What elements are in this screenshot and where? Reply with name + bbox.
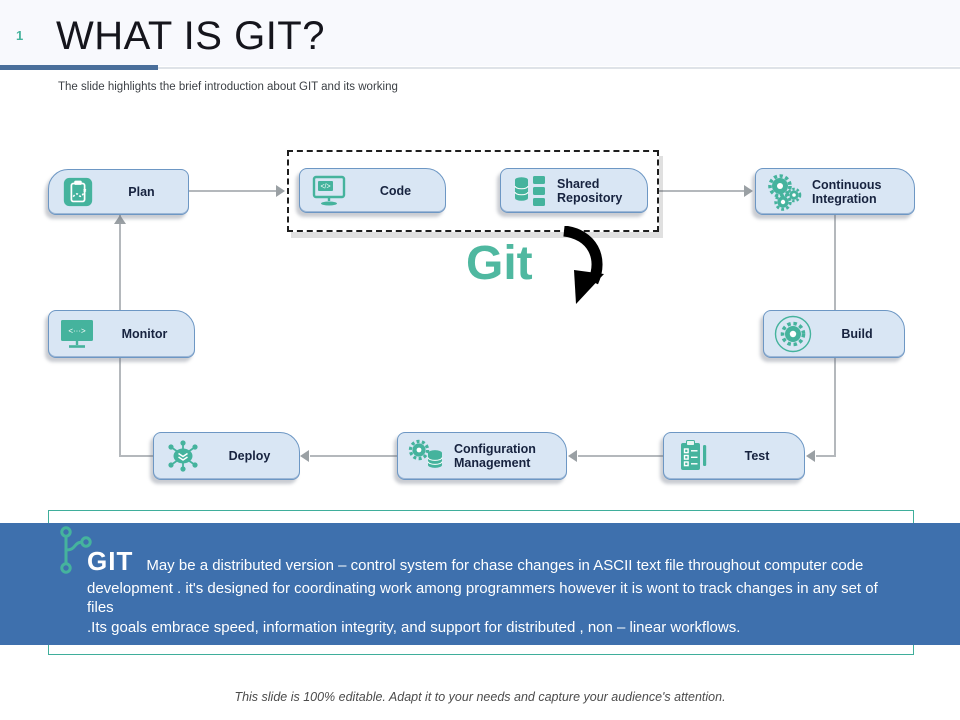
node-label: Plan: [128, 185, 155, 199]
arrowhead-into-ci: [744, 185, 753, 197]
slide-subtitle: The slide highlights the brief introduct…: [58, 81, 398, 93]
node-test[interactable]: Test: [663, 432, 805, 480]
connector-build-test: [816, 455, 836, 457]
node-code[interactable]: </> Code: [299, 168, 446, 213]
node-label: Code: [379, 183, 412, 198]
node-monitor[interactable]: <···> Monitor: [48, 310, 195, 358]
node-build[interactable]: Build: [763, 310, 905, 358]
connector-up-monitor: [119, 358, 121, 457]
node-shared-repository[interactable]: Shared Repository: [500, 168, 648, 213]
svg-text:</>: </>: [320, 183, 330, 190]
arrowhead-into-deploy: [300, 450, 309, 462]
code-monitor-icon: </>: [306, 174, 352, 208]
svg-text:<···>: <···>: [68, 327, 86, 336]
plan-clipboard-icon: [55, 175, 101, 209]
title-underline-accent: [0, 65, 158, 70]
slide-number: 1: [16, 28, 24, 43]
connector-monitor-plan: [119, 215, 121, 310]
node-continuous-integration[interactable]: Continuous Integration: [755, 168, 915, 215]
checklist-icon: [670, 438, 716, 474]
connector-build-down: [834, 358, 836, 457]
repository-database-icon: [507, 173, 553, 209]
deploy-hub-icon: [160, 438, 206, 474]
connector-plan-code: [189, 190, 281, 192]
description-line: .Its goals embrace speed, information in…: [87, 618, 741, 636]
node-plan[interactable]: Plan: [48, 169, 189, 215]
code-repo-group-box[interactable]: [287, 150, 659, 232]
title-underline: [158, 67, 960, 69]
arrowhead-into-test: [806, 450, 815, 462]
description-line: May be a distributed version – control s…: [146, 557, 864, 574]
node-label: Build: [841, 327, 873, 341]
description-panel[interactable]: [0, 523, 960, 645]
curved-down-arrow-icon: [550, 225, 614, 315]
connector-deploy-left: [120, 455, 153, 457]
monitor-screen-icon: <···>: [55, 316, 101, 352]
node-label: Deploy: [228, 449, 271, 463]
description-heading: GIT: [87, 546, 134, 576]
node-deploy[interactable]: Deploy: [153, 432, 300, 480]
node-label: Shared Repository: [557, 176, 623, 205]
connector-test-config: [578, 455, 663, 457]
git-branch-icon: [54, 524, 94, 581]
gears-icon: [762, 172, 808, 212]
arrowhead-into-plan: [114, 215, 126, 224]
arrowhead-into-config: [568, 450, 577, 462]
connector-ci-build: [834, 215, 836, 310]
node-configuration-management[interactable]: Configuration Management: [397, 432, 567, 480]
git-description: GIT May be a distributed version – contro…: [87, 548, 902, 637]
header-background: [0, 0, 960, 66]
node-label: Monitor: [121, 327, 168, 341]
gear-circle-icon: [770, 314, 816, 354]
git-center-label[interactable]: Git: [466, 237, 533, 290]
node-label: Continuous Integration: [812, 177, 882, 206]
node-label: Configuration Management: [454, 442, 536, 470]
gear-database-icon: [404, 438, 450, 474]
node-label: Test: [744, 449, 770, 463]
connector-config-deploy: [310, 455, 397, 457]
page-title: WHAT IS GIT?: [56, 14, 325, 58]
arrowhead-into-code-group: [276, 185, 285, 197]
description-line: development . it's designed for coordina…: [87, 579, 878, 617]
footer-note: This slide is 100% editable. Adapt it to…: [234, 690, 726, 704]
connector-repo-ci: [659, 190, 747, 192]
